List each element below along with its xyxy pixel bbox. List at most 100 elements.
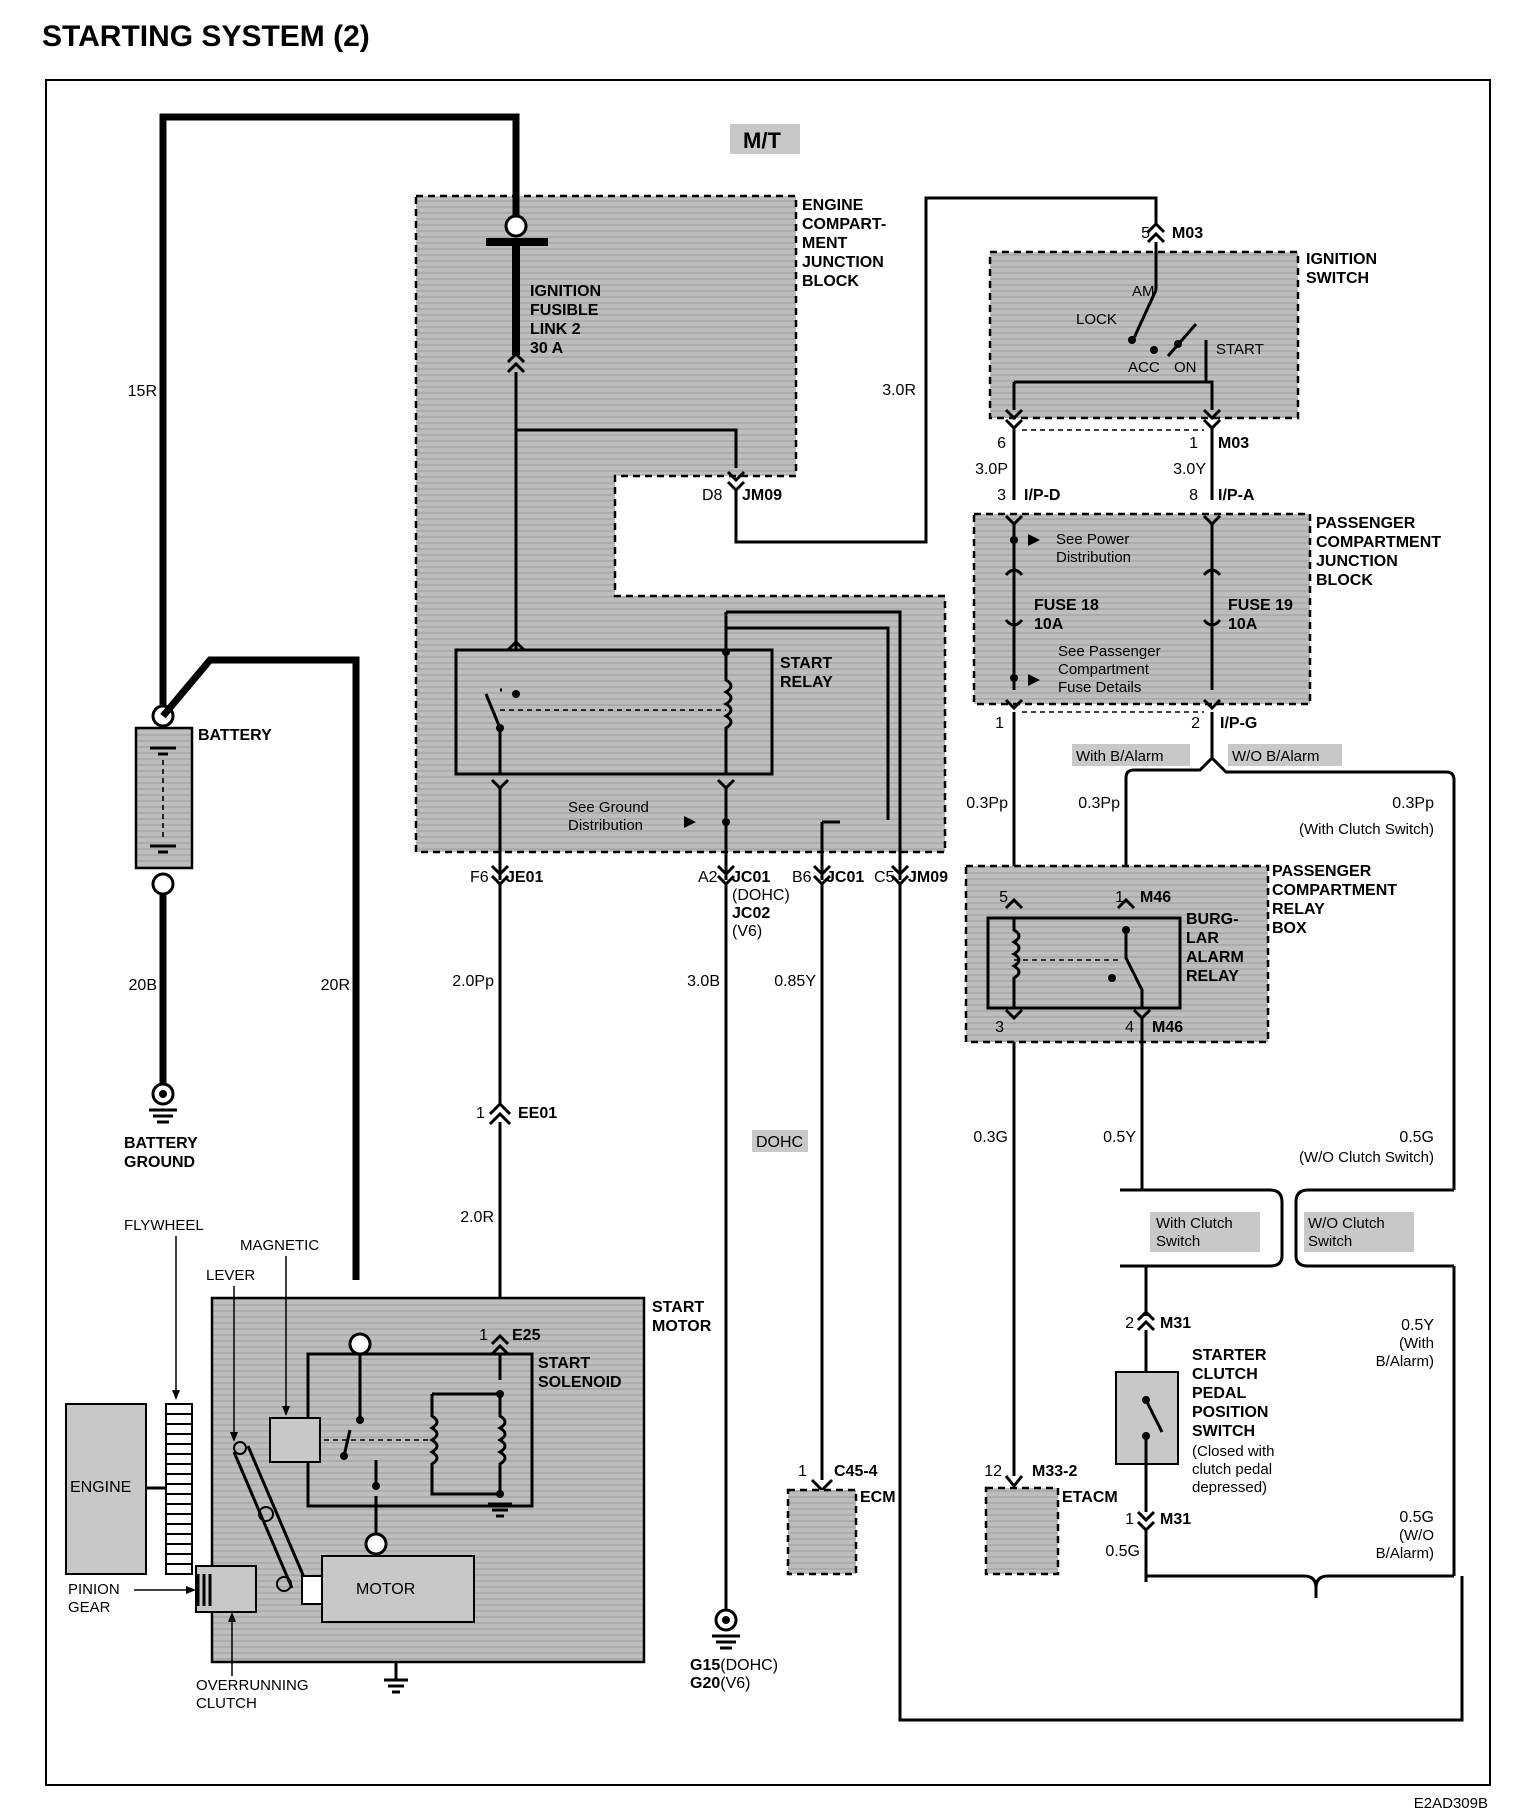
m03-top-symbol: [1146, 221, 1166, 244]
lever-pivot-mid: [258, 1506, 274, 1522]
lever-pivot-bottom: [276, 1576, 292, 1592]
clutch-bracket-left: [1120, 1188, 1284, 1268]
motor-junction-dot: [372, 1482, 380, 1490]
etacm-label: ETACM: [1062, 1489, 1118, 1506]
ee01-symbol: [488, 1101, 512, 1126]
ground-dist-note-2: Distribution: [568, 817, 643, 834]
etacm-box-outline: [984, 1486, 1060, 1576]
clutch-switch-label-1: STARTER: [1192, 1347, 1267, 1364]
m03-top-pin: 5: [1141, 225, 1150, 242]
relay-box-label-2: COMPARTMENT: [1272, 882, 1397, 899]
m46-pin3: 3: [995, 1019, 1004, 1036]
magnetic-contact-arm: [342, 1429, 352, 1457]
start-motor-label-2: MOTOR: [652, 1318, 712, 1335]
relay-box-outline: [964, 864, 1270, 1044]
c45-pin: 1: [798, 1463, 807, 1480]
battery-label: BATTERY: [198, 727, 272, 744]
g15-ground-symbol: [712, 1634, 740, 1650]
pinion-label-1: PINION: [68, 1581, 120, 1598]
wire-0-5g-3: 0.5G: [1105, 1543, 1140, 1560]
engine-junction-label-3: MENT: [802, 235, 848, 252]
power-dist-note-1: See Power: [1056, 531, 1129, 548]
with-alarm-bg: [1072, 744, 1190, 766]
ignition-switch-shade: [990, 252, 1298, 418]
burglar-relay-box: [986, 916, 1182, 1010]
with-alarm-label: With B/Alarm: [1076, 748, 1164, 765]
fuse19-without-alarm-wire: [1210, 756, 1456, 1190]
wire-3-0p: 3.0P: [975, 461, 1008, 478]
m46b-label: M46: [1152, 1019, 1183, 1036]
clutch-switch-note-2: clutch pedal: [1192, 1461, 1272, 1478]
ecm-label: ECM: [860, 1489, 896, 1506]
engine-label: ENGINE: [70, 1479, 131, 1496]
wire-3-0b: 3.0B: [687, 973, 720, 990]
relay-coil-feed: [724, 610, 902, 820]
m03-bottom-label: M03: [1218, 435, 1249, 452]
contact-dot-1: [356, 1416, 364, 1424]
lever-pivot-top: [233, 1441, 247, 1455]
passenger-junction-label-2: COMPARTMENT: [1316, 534, 1441, 551]
ign-dot-lock: [1128, 336, 1136, 344]
battery-ground-label-1: BATTERY: [124, 1135, 198, 1152]
battery-cell-bottom: [150, 844, 176, 854]
flywheel-label: FLYWHEEL: [124, 1217, 204, 1234]
battery-to-motor-wire: [160, 656, 360, 1280]
wire-0-5y-2-note-2: B/Alarm): [1376, 1353, 1434, 1370]
m33-symbol: [1004, 1475, 1024, 1489]
solenoid-dot-bottom: [496, 1490, 504, 1498]
jc01-dohc: (DOHC): [732, 887, 790, 904]
fuse18-label-1: FUSE 18: [1034, 597, 1099, 614]
with-clutch-bg: [1150, 1212, 1260, 1252]
figure-code: E2AD309B: [1414, 1795, 1488, 1812]
magnetic-switch: [269, 1417, 321, 1463]
wire-3-0y: 3.0Y: [1173, 461, 1206, 478]
passenger-junction-label-1: PASSENGER: [1316, 515, 1416, 532]
pull-in-coil: [429, 1392, 500, 1496]
relay-switch-arm: [484, 693, 502, 729]
fuse19-label-2: 10A: [1228, 616, 1258, 633]
fusible-link-label-4: 30 A: [530, 340, 564, 357]
m46-pin1: 1: [1115, 889, 1124, 906]
wire-0-3pp-3-note: (With Clutch Switch): [1299, 821, 1434, 838]
jm09-pin: D8: [702, 487, 723, 504]
without-alarm-label: W/O B/Alarm: [1232, 748, 1320, 765]
solenoid-feeds: [358, 1354, 502, 1420]
burglar-contact-2: [1108, 974, 1116, 982]
wire-2-0pp: 2.0Pp: [452, 973, 494, 990]
fusible-link-label-1: IGNITION: [530, 283, 601, 300]
diagram-frame: [45, 79, 1491, 1786]
ignition-switch-label-2: SWITCH: [1306, 270, 1369, 287]
hold-in-coil: [497, 1394, 507, 1494]
wire-3-0r: 3.0R: [882, 382, 916, 399]
power-dist-arrow: [1028, 534, 1040, 546]
m33-pin: 12: [984, 1463, 1002, 1480]
start-solenoid-label-1: START: [538, 1355, 590, 1372]
e25-symbol: [490, 1333, 510, 1356]
clutch-switch-label-5: SWITCH: [1192, 1423, 1255, 1440]
fuse19-label-1: FUSE 19: [1228, 597, 1293, 614]
fuse-details-arrow: [1028, 674, 1040, 686]
e25-pin: 1: [479, 1327, 488, 1344]
engine-junction-label-2: COMPART-: [802, 216, 886, 233]
clutch-switch-box: [1115, 1371, 1179, 1465]
jm09b-label: JM09: [908, 869, 948, 886]
jm09-label: JM09: [742, 487, 782, 504]
clutch-switch-label-3: PEDAL: [1192, 1385, 1246, 1402]
relay-box-label-3: RELAY: [1272, 901, 1325, 918]
motor-battery-terminal: [348, 1332, 372, 1356]
je01-label: JE01: [506, 869, 543, 886]
etacm-box: [986, 1488, 1058, 1574]
pinion-label-2: GEAR: [68, 1599, 111, 1616]
fusible-link-label-2: FUSIBLE: [530, 302, 599, 319]
pinion-assembly: [195, 1565, 257, 1613]
wire-0-5y: 0.5Y: [1103, 1129, 1136, 1146]
ipd-pin: 3: [997, 487, 1006, 504]
page-title: STARTING SYSTEM (2): [42, 20, 370, 53]
dohc-label: DOHC: [756, 1134, 803, 1151]
engine-junction-label-5: BLOCK: [802, 273, 859, 290]
jc01b-pin: B6: [792, 869, 812, 886]
ipg2-symbol: [1202, 698, 1222, 711]
m31-2-symbol: [1136, 1309, 1156, 1332]
m31-1-symbol: [1136, 1510, 1156, 1533]
battery-ground-dot: [159, 1090, 167, 1098]
